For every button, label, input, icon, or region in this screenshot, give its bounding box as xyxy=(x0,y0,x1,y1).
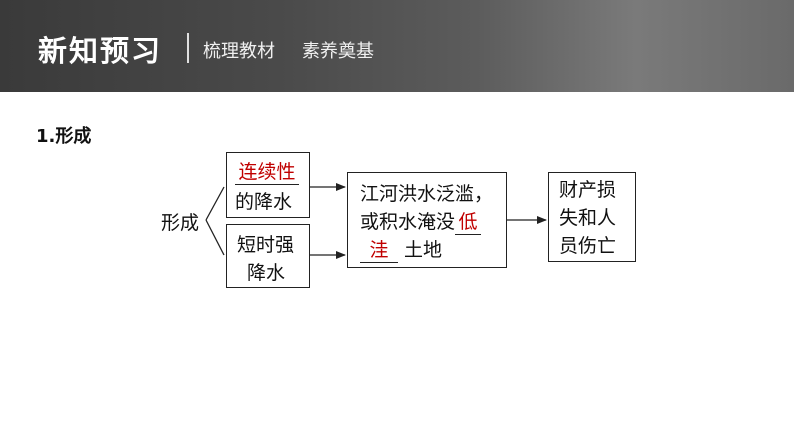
cause-box-b-line1: 短时强 xyxy=(237,234,295,256)
cause-box-b-line2: 降水 xyxy=(247,262,286,284)
cause-box-heavy-rain: 短时强 降水 xyxy=(226,224,310,288)
cause-box-a-text: 的降水 xyxy=(235,191,293,213)
header-subtitle-2: 素养奠基 xyxy=(302,41,374,62)
answer-blank-continuous: 连续性 xyxy=(235,157,299,185)
header-banner: 新知预习 梳理教材 素养奠基 xyxy=(0,0,794,92)
process-box-flooding: 江河洪水泛滥， 或积水淹没低 洼土地 xyxy=(347,172,507,268)
process-box-line3-suffix: 土地 xyxy=(404,239,443,261)
section-heading: 1.形成 xyxy=(36,126,92,147)
process-box-line1: 江河洪水泛滥， xyxy=(360,183,494,205)
result-box-line2: 失和人 xyxy=(559,207,617,229)
process-box-line2-prefix: 或积水淹没 xyxy=(360,211,456,233)
branch-line-upper xyxy=(205,186,225,221)
branch-line-lower xyxy=(205,219,225,256)
result-box-losses: 财产损 失和人 员伤亡 xyxy=(548,172,636,262)
header-subtitle-1: 梳理教材 xyxy=(203,41,275,62)
answer-blank-low-part2: 洼 xyxy=(360,235,398,263)
diagram-root-label: 形成 xyxy=(161,212,200,234)
result-box-line3: 员伤亡 xyxy=(559,235,617,257)
page-title: 新知预习 xyxy=(38,34,163,68)
answer-blank-low-part1: 低 xyxy=(455,207,482,235)
header-divider xyxy=(187,33,189,63)
cause-box-continuous-rain: 连续性 的降水 xyxy=(226,152,310,218)
result-box-line1: 财产损 xyxy=(559,179,617,201)
